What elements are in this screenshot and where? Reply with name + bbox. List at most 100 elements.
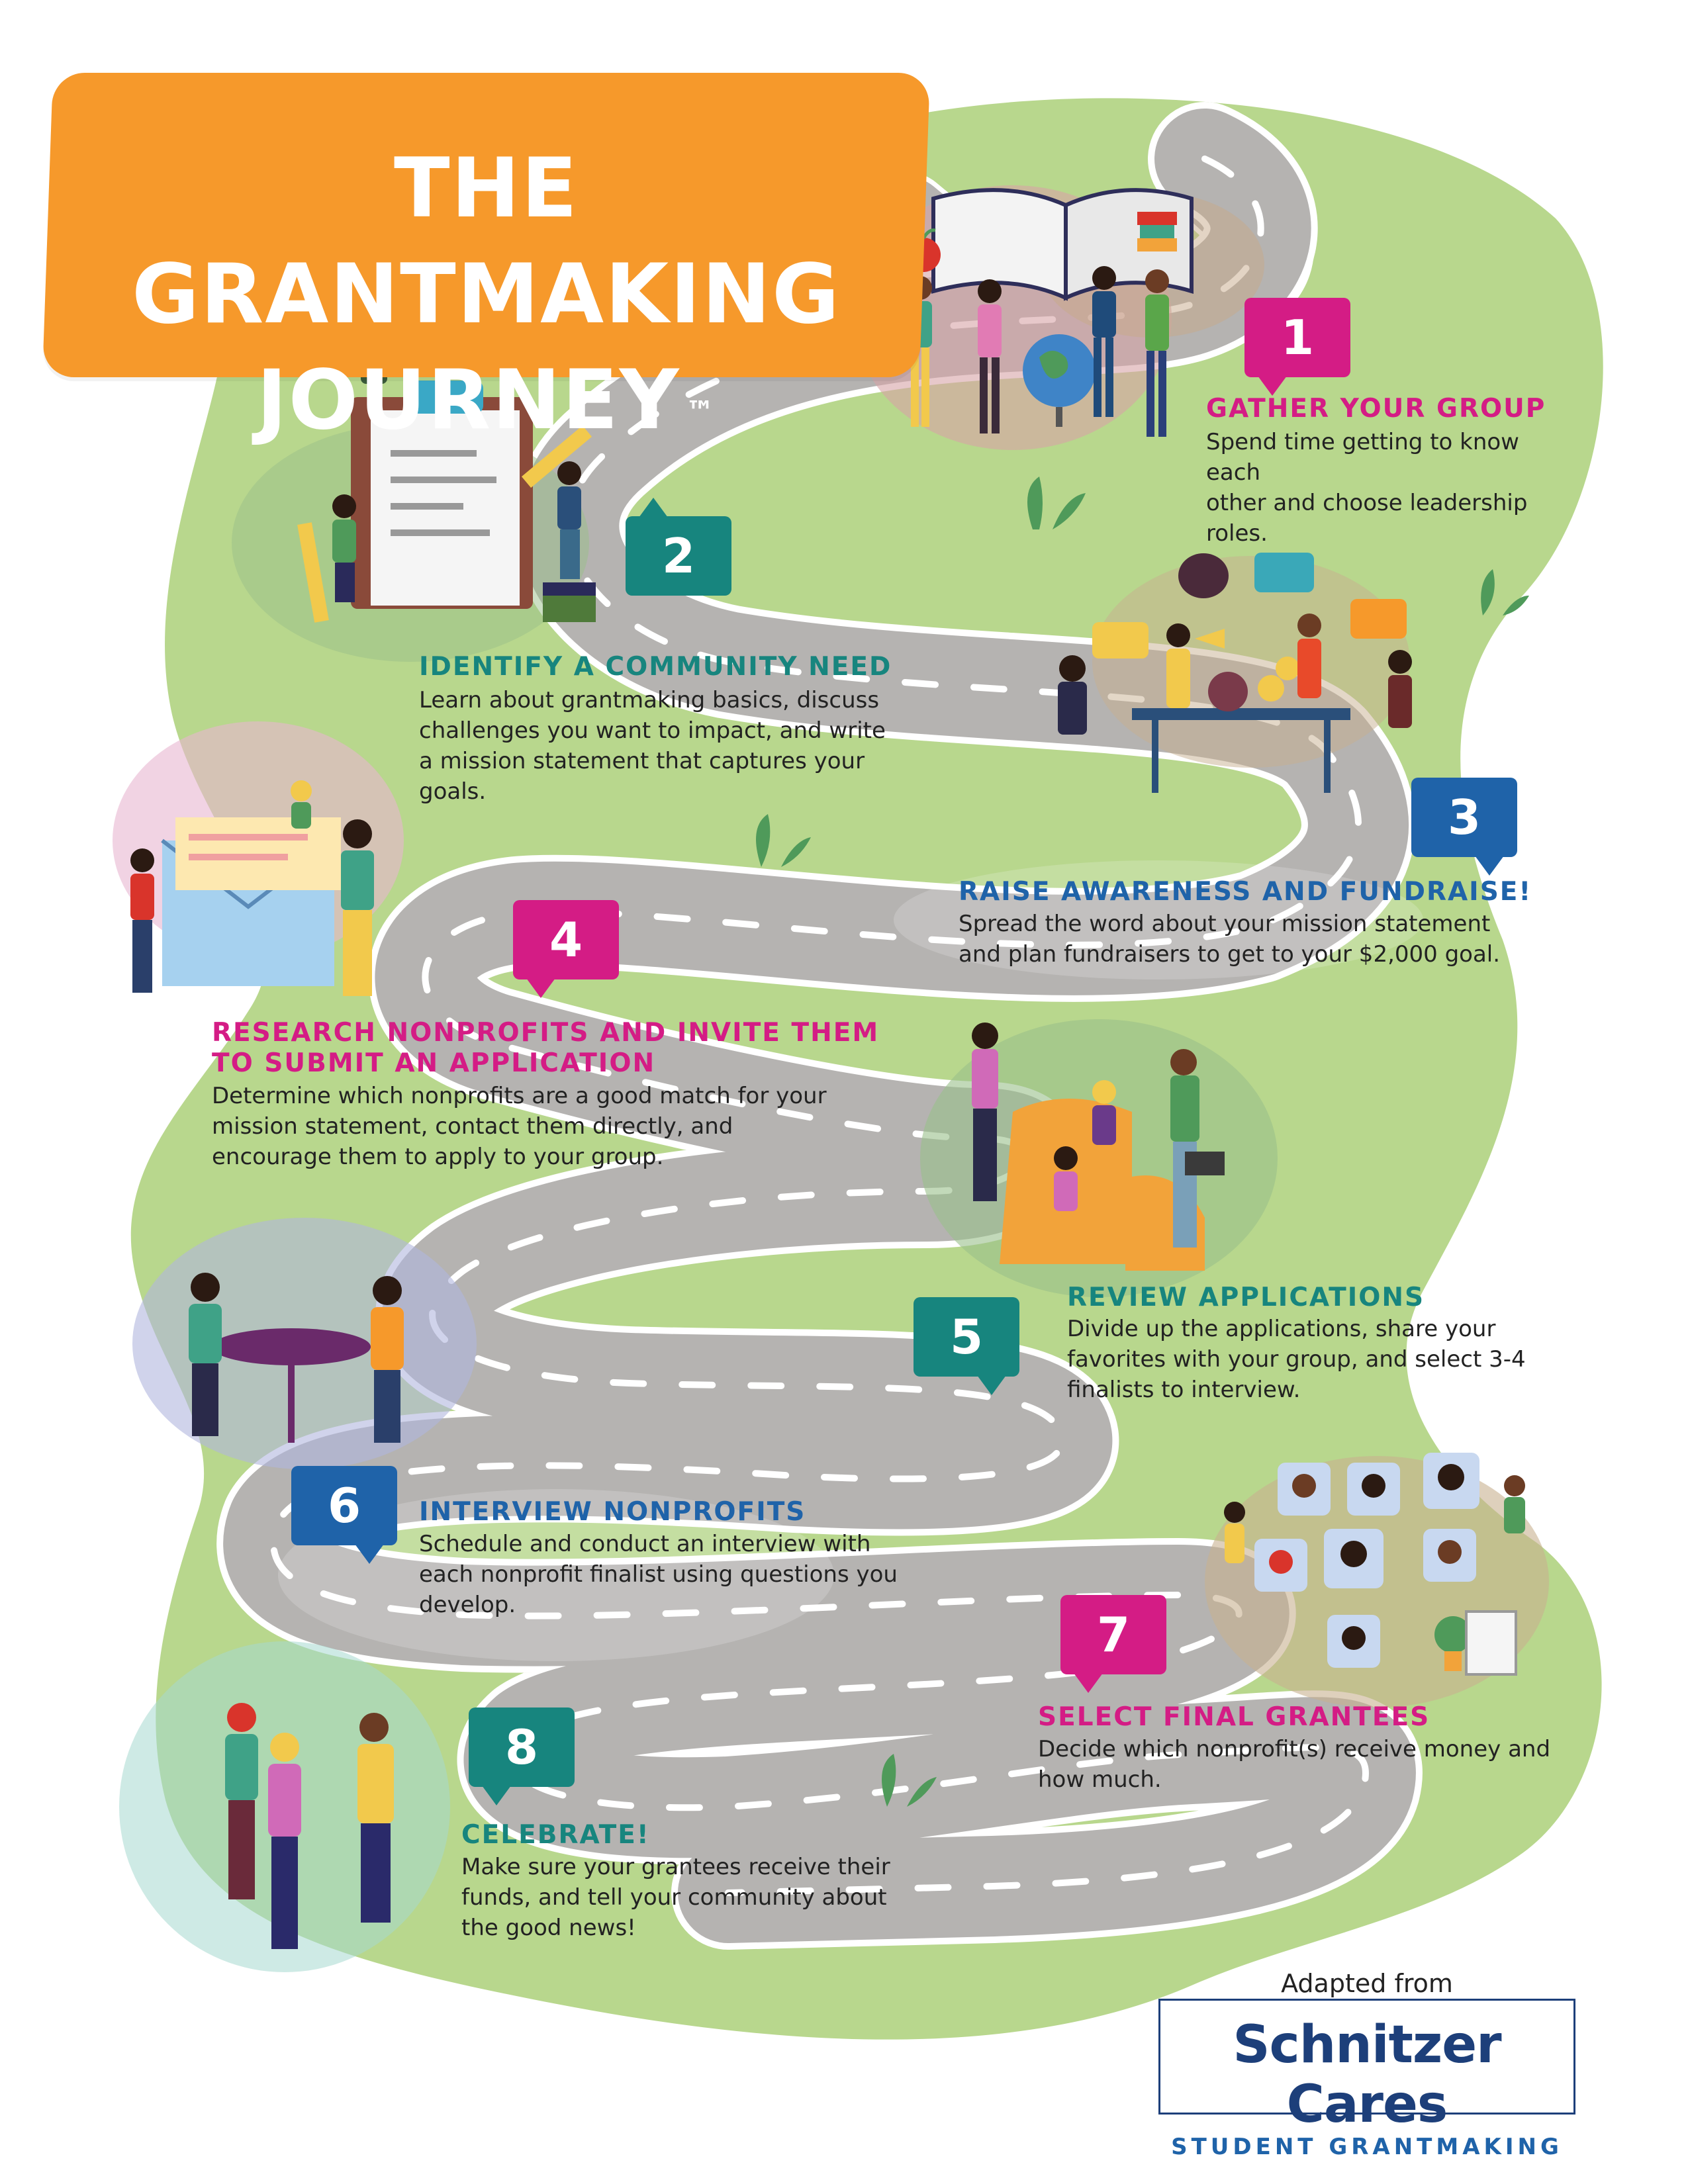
credit-logo-box: Schnitzer Cares STUDENT GRANTMAKING — [1158, 1999, 1575, 2160]
step-6-badge: 6 — [291, 1466, 397, 1564]
letter-icon — [175, 817, 341, 890]
step-8-heading: CELEBRATE! — [461, 1820, 650, 1850]
step7-illustration — [1205, 1453, 1549, 1707]
step-5-body: Divide up the applications, share your f… — [1067, 1314, 1570, 1405]
title-line-2-text: JOURNEY — [256, 353, 680, 448]
person-figure — [1388, 650, 1412, 728]
step-8-body: Make sure your grantees receive their fu… — [461, 1852, 925, 1943]
step1-illustration — [854, 185, 1264, 450]
avatar-icon — [1324, 1529, 1383, 1588]
person-figure — [972, 1023, 998, 1201]
step-7-heading: SELECT FINAL GRANTEES — [1038, 1702, 1430, 1732]
person-figure — [1092, 1080, 1116, 1145]
step8-illustration — [119, 1641, 450, 1972]
avatar-icon — [1423, 1453, 1479, 1509]
step-8-body-line: Make sure your grantees receive their — [461, 1854, 890, 1880]
step-4-heading-line: TO SUBMIT AN APPLICATION — [212, 1048, 656, 1078]
pencil-icon — [521, 426, 592, 488]
pencil-icon — [297, 522, 329, 623]
avatar-icon — [1254, 1539, 1307, 1592]
step-5-badge: 5 — [914, 1297, 1019, 1395]
step4-illustration — [113, 721, 404, 996]
title-line-1: THE GRANTMAKING — [132, 141, 841, 342]
person-figure — [1166, 623, 1190, 708]
step-8-body-line: funds, and tell your community about — [461, 1884, 887, 1911]
person-figure — [189, 1273, 222, 1436]
credit-brand: Schnitzer Cares — [1233, 2015, 1501, 2134]
person-figure — [371, 1276, 404, 1443]
avatar-icon — [1278, 1463, 1331, 1516]
person-figure — [1224, 1502, 1245, 1563]
step-2-body: Learn about grantmaking basics, discuss … — [419, 685, 922, 807]
globe-icon — [1023, 334, 1096, 427]
step-2-body-line: a mission statement that captures your — [419, 748, 865, 774]
person-figure — [1137, 212, 1177, 437]
step-6-body-line: each nonprofit finalist using questions … — [419, 1561, 898, 1588]
laptop-icon — [1185, 1152, 1225, 1175]
clipboard-icon — [351, 381, 533, 609]
money-bag-icon — [1208, 672, 1248, 711]
credit-label: Adapted from — [1281, 1969, 1453, 1998]
step-7-body: Decide which nonprofit(s) receive money … — [1038, 1734, 1581, 1795]
step-7-body-line: Decide which nonprofit(s) receive money … — [1038, 1736, 1551, 1762]
person-figure — [332, 494, 356, 602]
step-4-body-line: encourage them to apply to your group. — [212, 1144, 664, 1170]
table-icon — [212, 1328, 371, 1443]
step-4-body-line: Determine which nonprofits are a good ma… — [212, 1083, 827, 1109]
person-figure — [1058, 655, 1087, 735]
step-5-body-line: Divide up the applications, share your — [1067, 1316, 1496, 1342]
person-figure — [557, 461, 581, 579]
step-1-body: Spend time getting to know each other an… — [1206, 427, 1577, 549]
person-figure — [978, 279, 1002, 433]
avatar-icon — [1423, 1529, 1476, 1582]
step5-illustration — [920, 1019, 1278, 1297]
step-1-heading: GATHER YOUR GROUP — [1206, 394, 1546, 424]
step-7-body-line: how much. — [1038, 1766, 1162, 1793]
step-6-body-line: Schedule and conduct an interview with — [419, 1531, 871, 1557]
step-5-body-line: finalists to interview. — [1067, 1377, 1301, 1403]
step-1-body-line: Spend time getting to know each — [1206, 429, 1519, 486]
speech-bubble-icon — [1178, 553, 1229, 598]
person-figure — [225, 1703, 258, 1899]
step-2-body-line: goals. — [419, 778, 487, 805]
person-figure — [268, 1733, 301, 1949]
step-3-body: Spread the word about your mission state… — [959, 909, 1521, 970]
person-figure — [1504, 1475, 1525, 1533]
speech-bubble-icon — [1350, 599, 1407, 639]
step-6-body: Schedule and conduct an interview with e… — [419, 1529, 922, 1620]
person-figure — [1170, 1049, 1199, 1248]
step-4-heading-line: RESEARCH NONPROFITS AND INVITE THEM — [212, 1018, 880, 1048]
person-figure — [341, 819, 374, 996]
person-figure — [357, 1713, 394, 1923]
trademark-symbol: ™ — [685, 395, 716, 429]
document-icon — [1465, 1610, 1517, 1676]
step3-illustration — [1058, 553, 1412, 793]
step-2-heading: IDENTIFY A COMMUNITY NEED — [419, 652, 892, 682]
person-figure — [1054, 1146, 1078, 1211]
coin-stack-icon — [1258, 657, 1299, 702]
step-1-body-line: other and choose leadership — [1206, 490, 1528, 516]
step-1-body-line: roles. — [1206, 520, 1268, 547]
person-figure — [291, 780, 312, 829]
step-4-body: Determine which nonprofits are a good ma… — [212, 1081, 841, 1172]
table-icon — [1132, 708, 1350, 793]
step-2-badge: 2 — [626, 498, 731, 596]
step-2-body-line: challenges you want to impact, and write — [419, 717, 886, 744]
person-figure — [130, 848, 154, 993]
avatar-icon — [1347, 1463, 1400, 1516]
step-5-heading: REVIEW APPLICATIONS — [1067, 1283, 1425, 1312]
step-8-badge: 8 — [469, 1707, 575, 1805]
megaphone-icon — [1195, 629, 1225, 649]
step-3-body-line: and plan fundraisers to get to your $2,0… — [959, 941, 1501, 968]
step-3-body-line: Spread the word about your mission state… — [959, 911, 1491, 937]
person-figure — [1297, 614, 1321, 698]
grass-tuft-icon — [756, 477, 1529, 1807]
step-3-badge: 3 — [1411, 778, 1517, 876]
plant-icon — [1434, 1616, 1472, 1671]
step-7-badge: 7 — [1060, 1595, 1166, 1693]
step-4-body-line: mission statement, contact them directly… — [212, 1113, 733, 1140]
step-1-badge: 1 — [1244, 298, 1350, 396]
step6-illustration — [132, 1218, 477, 1469]
person-figure — [1092, 266, 1116, 417]
